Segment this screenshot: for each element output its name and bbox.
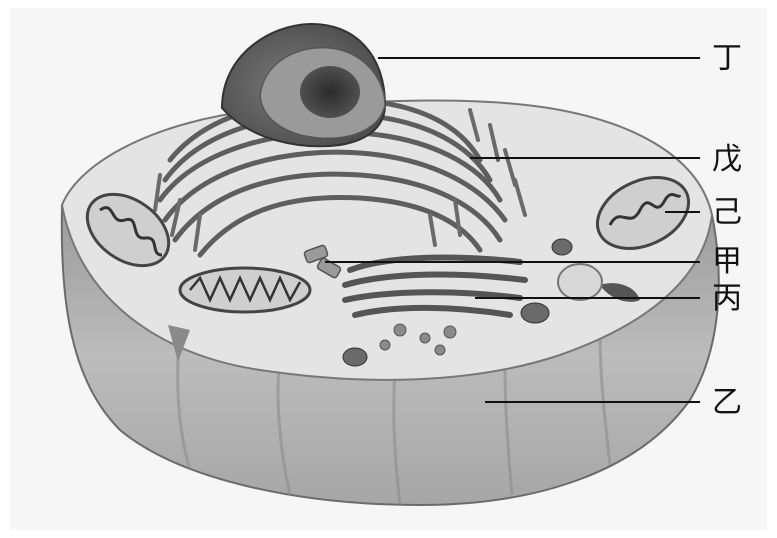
label-yi: 乙 <box>712 388 742 418</box>
label-wu: 戊 <box>712 145 742 175</box>
label-jia: 甲 <box>712 247 742 277</box>
label-ding: 丁 <box>712 44 742 74</box>
label-bing: 丙 <box>712 284 742 314</box>
vacuole <box>558 264 602 300</box>
nucleolus <box>300 66 360 118</box>
label-ji: 己 <box>712 198 742 228</box>
mitochondrion-bottom <box>180 268 310 312</box>
